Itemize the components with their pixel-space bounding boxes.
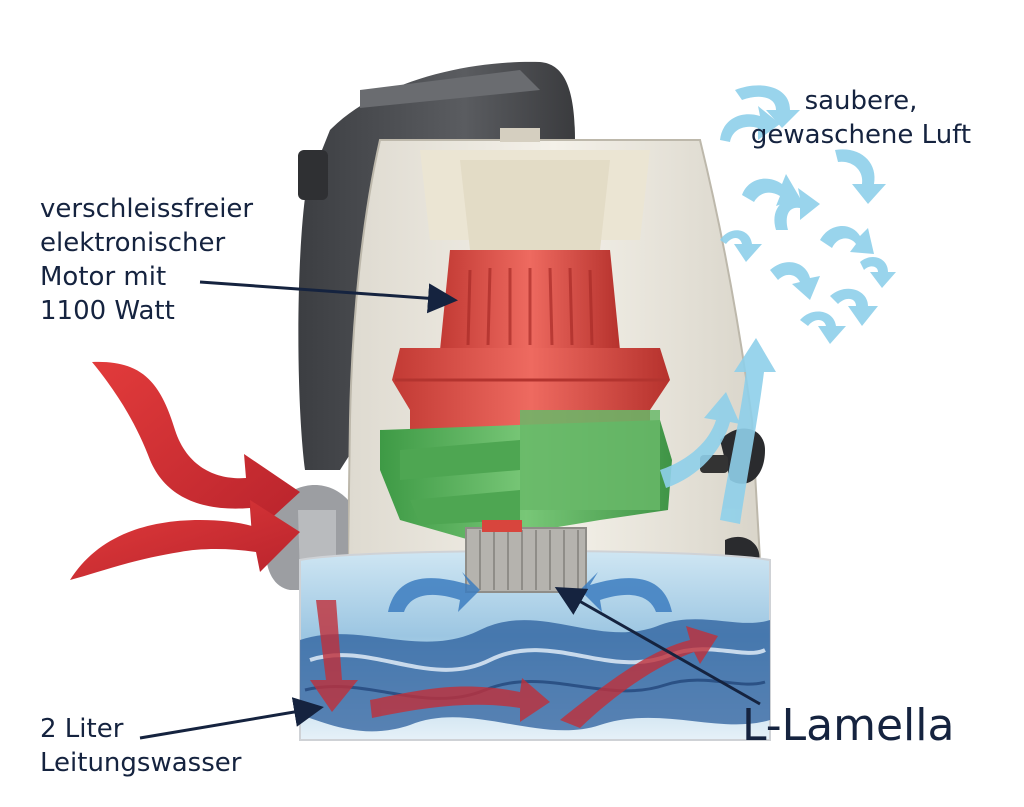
lamella-pointer (554, 587, 761, 706)
motor-label: verschleissfreier elektronischer Motor m… (40, 194, 254, 326)
water-label: 2 Liter Leitungswasser (40, 714, 242, 778)
water-circulation-arrows (388, 572, 672, 612)
motor-pointer (199, 280, 458, 314)
inflow-tank-arrows (310, 600, 718, 728)
water-pointer (139, 697, 324, 740)
lamella-filter (465, 520, 587, 593)
lamella-label: L-Lamella (742, 700, 955, 751)
clean-air-arrows (660, 85, 896, 524)
motor (392, 250, 670, 430)
fan-section (380, 410, 672, 540)
air-intake-arrows (70, 361, 300, 580)
clean-air-label: saubere, gewaschene Luft (750, 86, 972, 150)
